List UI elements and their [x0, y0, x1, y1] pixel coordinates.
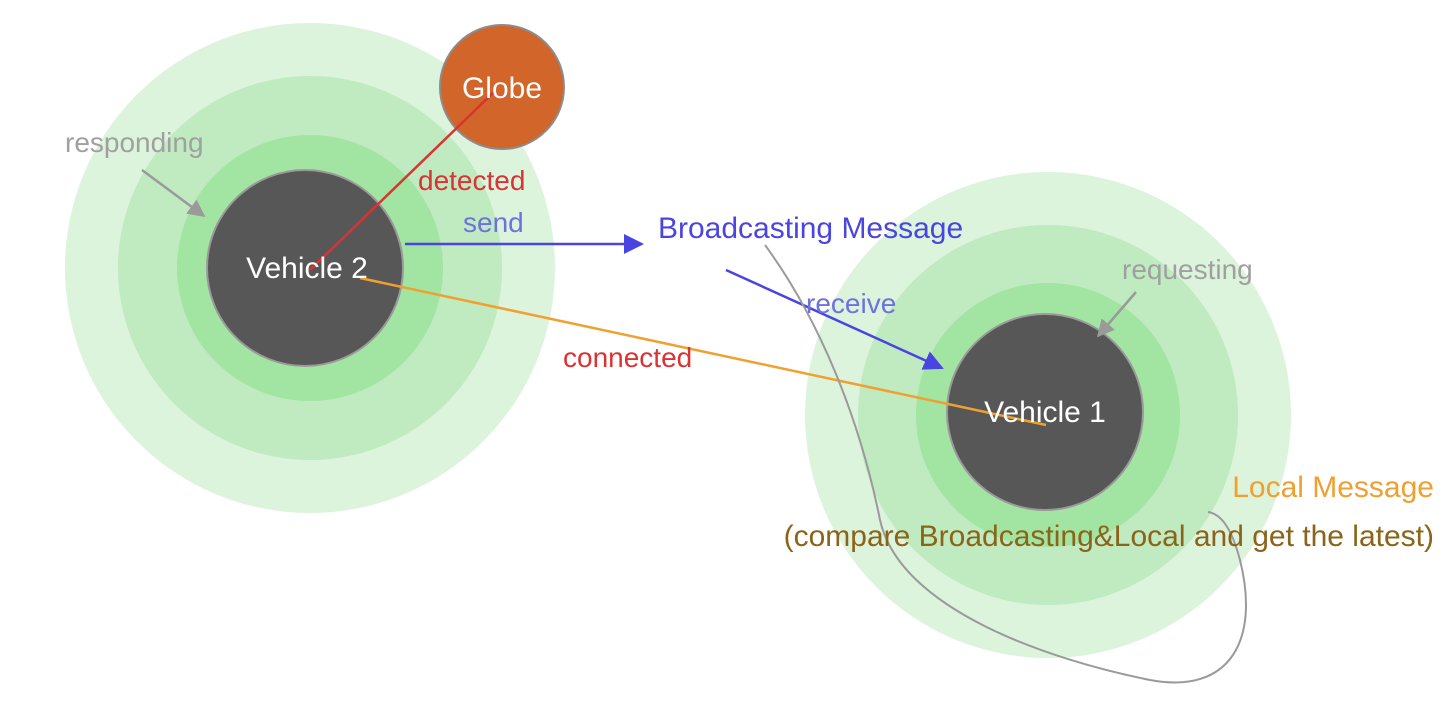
vehicle2-node[interactable] [206, 169, 404, 367]
requesting-arrow [1096, 291, 1137, 338]
local-message-label: Local Message [1232, 471, 1434, 504]
broadcasting-message-label: Broadcasting Message [658, 212, 963, 245]
send-label: send [463, 207, 524, 238]
responding-arrow [141, 168, 206, 218]
compare-loop-curve [764, 244, 1247, 684]
receive-label: receive [806, 288, 896, 319]
compare-note-label: (compare Broadcasting&Local and get the … [784, 520, 1434, 553]
responding-label: responding [65, 127, 204, 158]
detected-line [309, 89, 497, 271]
vehicle1-label: Vehicle 1 [984, 396, 1106, 429]
connected-line [359, 276, 1047, 427]
requesting-label: requesting [1122, 254, 1253, 285]
globe-node[interactable] [439, 24, 565, 150]
receive-arrow [725, 268, 944, 370]
vehicle1-node[interactable] [946, 313, 1144, 511]
vehicle2-label: Vehicle 2 [246, 252, 368, 285]
detected-label: detected [418, 165, 525, 196]
globe-label: Globe [462, 72, 542, 105]
connected-label: connected [563, 342, 692, 373]
